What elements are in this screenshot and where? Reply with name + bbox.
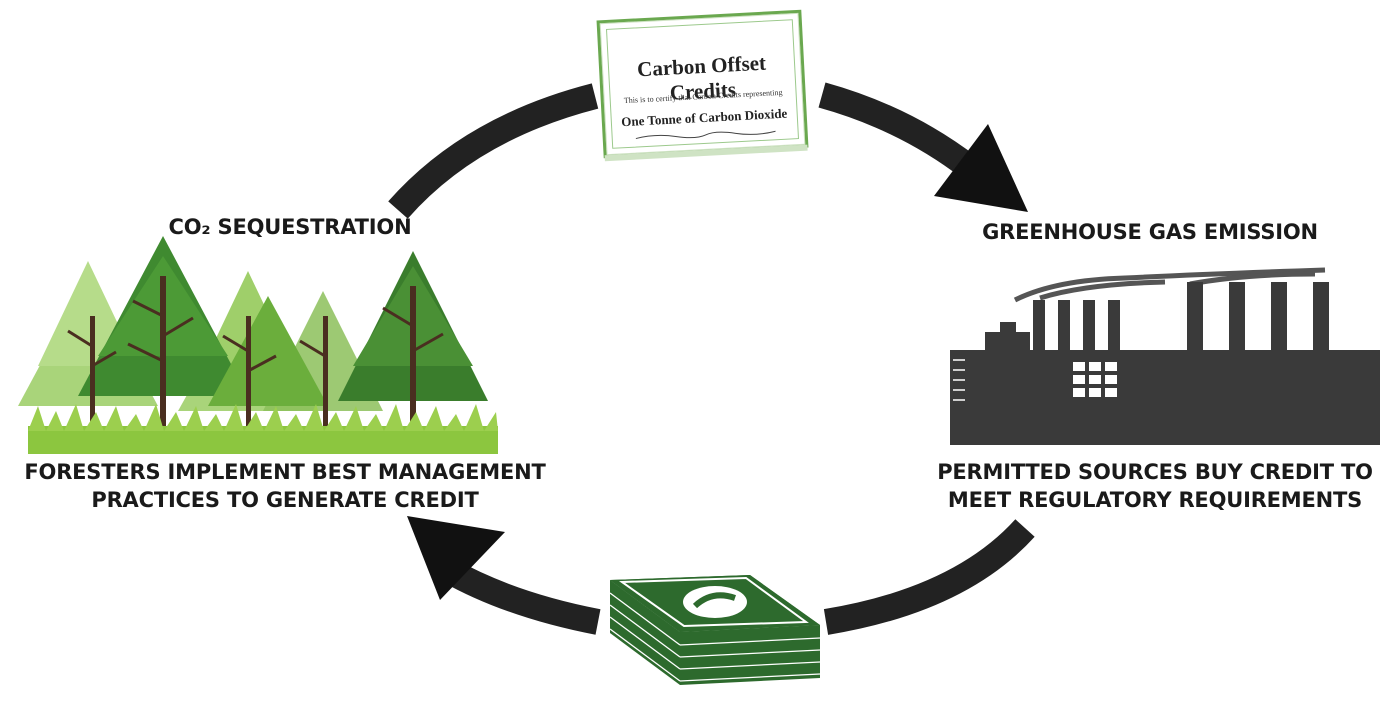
arc-top-left (388, 83, 599, 219)
permitted-caption-line1: PERMITTED SOURCES BUY CREDIT TO (937, 460, 1373, 484)
arrowhead-top-right (934, 124, 1028, 212)
arrowhead-bottom-left (407, 516, 505, 600)
permitted-caption-line2: MEET REGULATORY REQUIREMENTS (947, 487, 1363, 512)
emission-label: GREENHOUSE GAS EMISSION (982, 220, 1318, 244)
certificate-icon: Carbon Offset Credits This is to certify… (596, 9, 809, 162)
foresters-caption-line1: FORESTERS IMPLEMENT BEST MANAGEMENT (24, 460, 546, 484)
sequestration-label: CO₂ SEQUESTRATION (168, 215, 412, 239)
certificate-flourish (635, 130, 776, 140)
arc-top-right (818, 82, 978, 179)
foresters-caption: FORESTERS IMPLEMENT BEST MANAGEMENT PRAC… (0, 459, 570, 514)
arc-bottom-left (441, 558, 601, 635)
forest-icon (18, 236, 498, 454)
arc-bottom-right (823, 519, 1035, 635)
money-stack-icon (609, 575, 821, 685)
permitted-caption: PERMITTED SOURCES BUY CREDIT TO MEET REG… (920, 459, 1390, 514)
certificate-card: Carbon Offset Credits This is to certify… (596, 9, 809, 162)
foresters-caption-line2: PRACTICES TO GENERATE CREDIT (91, 487, 479, 512)
factory-icon (950, 267, 1380, 445)
